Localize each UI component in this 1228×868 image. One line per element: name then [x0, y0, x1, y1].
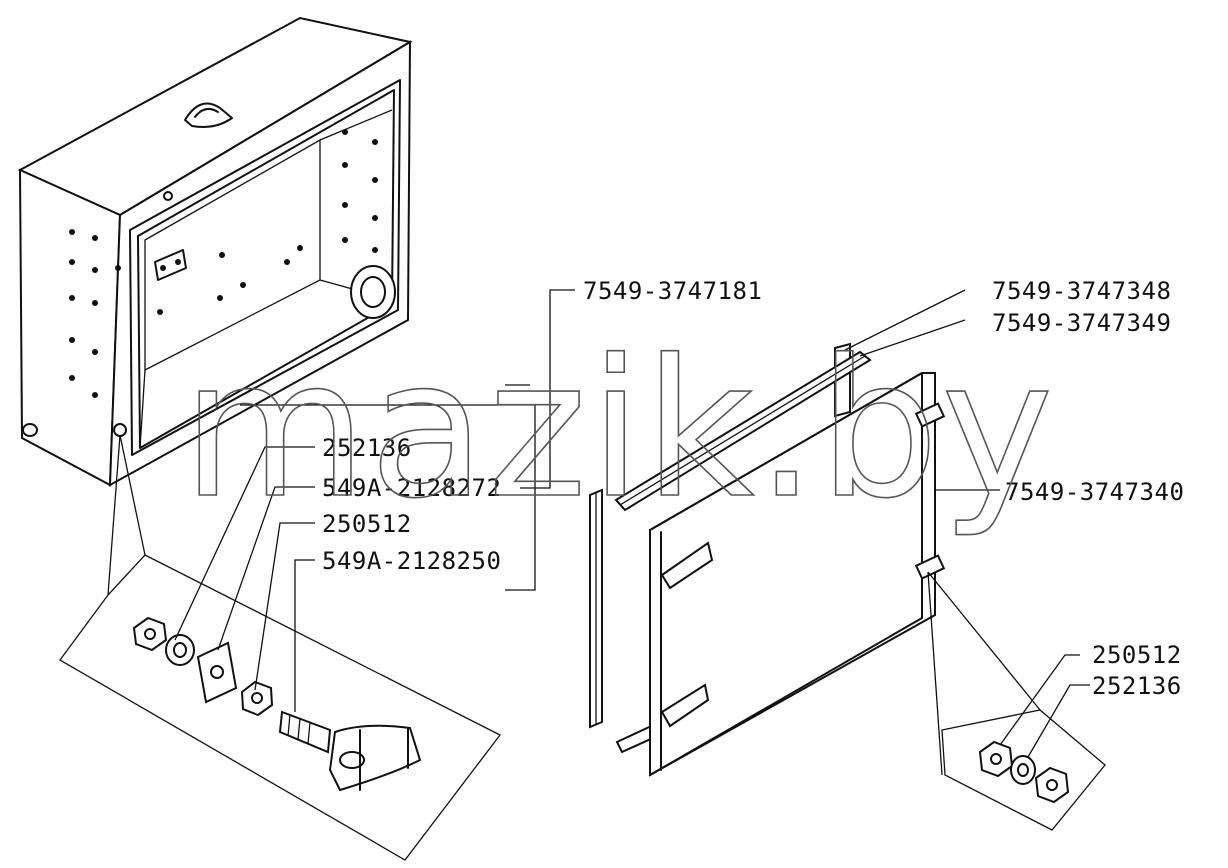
label-252136-right: 252136: [1092, 672, 1182, 700]
label-252136-left: 252136: [322, 434, 412, 462]
right-hardware: [978, 740, 1070, 804]
watermark: mazik.by: [182, 319, 1056, 540]
label-549A-2128250: 549A-2128250: [322, 547, 501, 575]
lock-washer-left: [165, 634, 195, 666]
side-holes: [69, 229, 121, 398]
hex-nut-right-1: [978, 740, 1014, 778]
square-plate: [196, 641, 238, 704]
part-labels: 7549-3747181 7549-3747348 7549-3747349 7…: [322, 277, 1184, 700]
hex-nut-left-1: [132, 616, 168, 652]
label-7549-3747348: 7549-3747348: [992, 277, 1171, 305]
label-250512-right: 250512: [1092, 641, 1182, 669]
cabinet-box: [17, 16, 413, 487]
lock-washer-right: [1010, 755, 1036, 785]
label-7549-3747181: 7549-3747181: [583, 277, 762, 305]
left-detail-frame: [59, 434, 501, 861]
latch-bolt: [278, 710, 422, 792]
leader-lines: [174, 289, 1090, 758]
interior-holes: [157, 129, 378, 315]
door-assembly: [589, 342, 946, 777]
label-7549-3747340: 7549-3747340: [1005, 478, 1184, 506]
label-7549-3747349: 7549-3747349: [992, 309, 1171, 337]
hex-nut-right-2: [1034, 766, 1070, 804]
hex-nut-left-2: [240, 680, 274, 717]
label-549A-2128272: 549A-2128272: [322, 474, 501, 502]
left-hardware: [132, 616, 422, 792]
right-detail-frame: [927, 571, 1106, 831]
label-250512-left: 250512: [322, 510, 412, 538]
